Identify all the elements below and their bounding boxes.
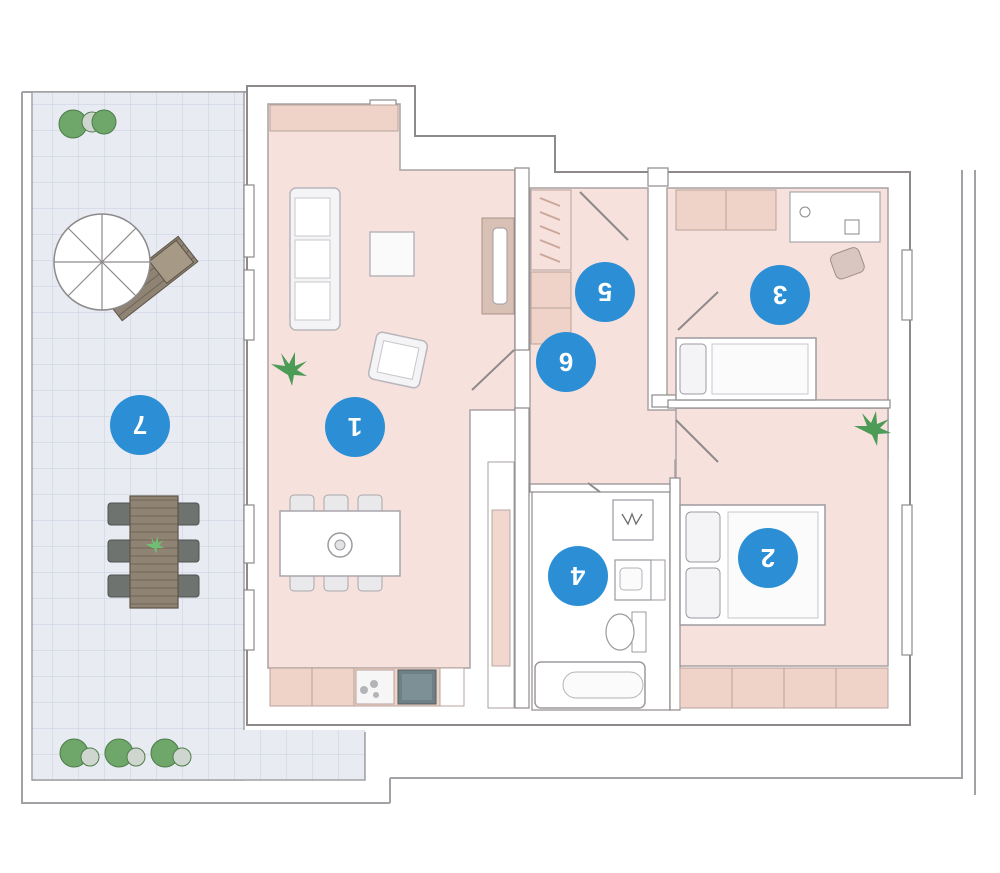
living-furniture [269,104,515,707]
terrace [31,91,366,781]
room-3-furniture [675,189,881,401]
room-number-6: 6 [559,347,573,377]
room-badge-5: 5 [575,262,635,322]
shrubs [58,109,192,768]
washbasin [614,559,666,601]
room-number-1: 1 [348,412,362,442]
wardrobe [530,189,572,345]
kitchen-counter [269,667,465,707]
bathroom-fixtures [534,499,666,709]
terrace-dining-set [107,495,200,609]
room-number-4: 4 [570,561,585,591]
armchair [367,331,429,389]
room-badge-2: 2 [738,528,798,588]
room-badge-4: 4 [548,546,608,606]
parasol [53,213,151,311]
wardrobe-room-2 [679,667,889,709]
interior-walls [514,167,891,711]
washing-machine [612,499,654,541]
room-badge-6: 6 [536,332,596,392]
toilet [605,611,647,653]
doors [471,191,719,493]
room-number-2: 2 [761,543,775,573]
room-number-5: 5 [598,277,612,307]
tv-unit [481,217,515,315]
room-badges: 1 2 3 4 5 6 7 [110,262,810,606]
plant-bedroom [854,411,891,446]
coffee-table [369,231,415,277]
windows [243,99,913,656]
room-number-3: 3 [773,280,787,310]
room-badge-1: 1 [325,397,385,457]
plant-living [271,352,307,386]
sofa [289,187,341,331]
room-badge-7: 7 [110,395,170,455]
single-bed [675,337,817,401]
room-badge-3: 3 [750,265,810,325]
room-2-furniture [679,411,891,709]
terrace-furniture [53,109,200,768]
wall-cabinet-top [269,104,399,132]
dining-set [279,494,401,592]
room-number-7: 7 [133,410,147,440]
